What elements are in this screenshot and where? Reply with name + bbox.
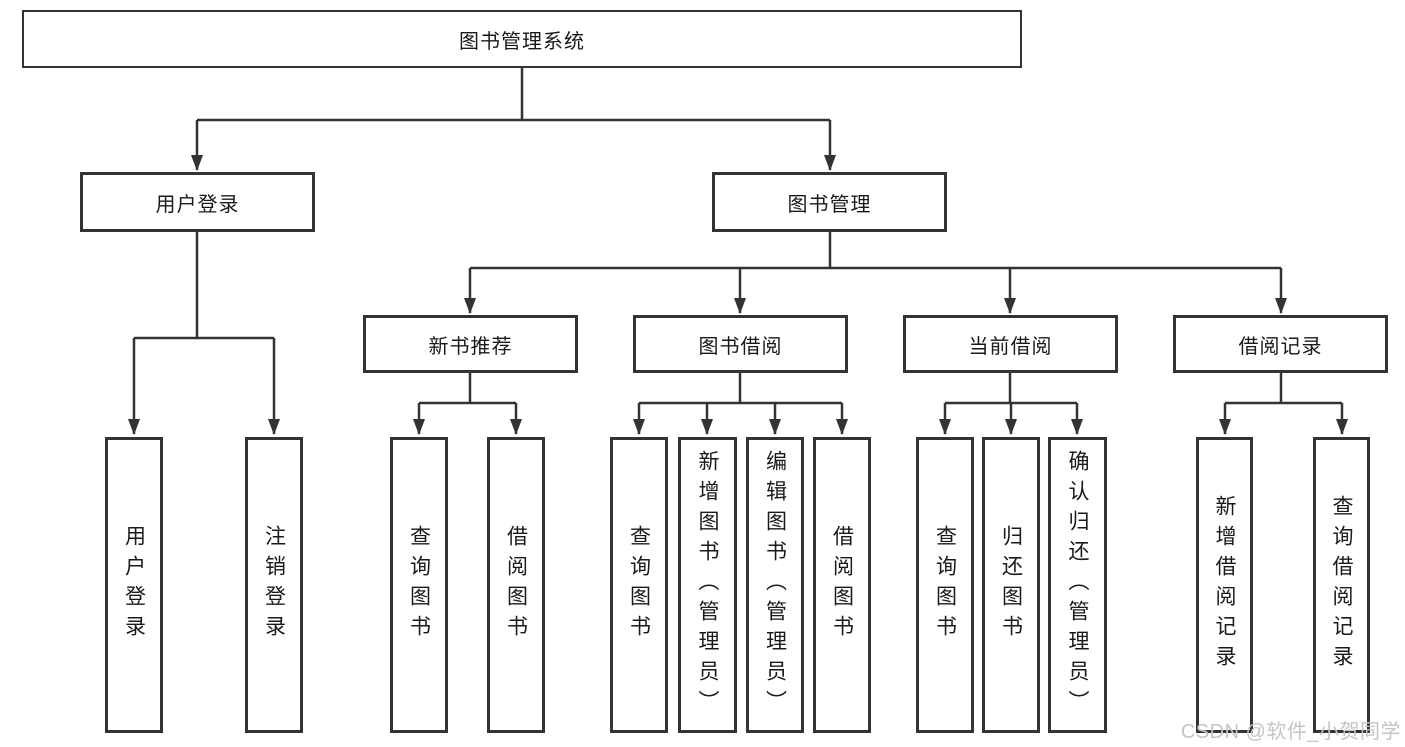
node-label: 借阅记录 <box>1238 335 1323 358</box>
node-label: 确认归还（管理员） <box>1066 450 1089 720</box>
node-borrowing-records: 借阅记录 <box>1173 315 1388 373</box>
node-current-borrowing: 当前借阅 <box>903 315 1118 373</box>
leaf-return-books: 归还图书 <box>982 437 1040 733</box>
csdn-watermark: CSDN @软件_小贺同学 <box>1180 721 1401 743</box>
leaf-query-books-borrowing: 查询图书 <box>610 437 668 733</box>
node-user-login: 用户登录 <box>80 172 315 232</box>
leaf-confirm-return-admin: 确认归还（管理员） <box>1048 437 1107 733</box>
node-book-borrowing: 图书借阅 <box>633 315 848 373</box>
node-book-management: 图书管理 <box>712 172 947 232</box>
leaf-add-borrow-record: 新增借阅记录 <box>1196 437 1253 733</box>
node-new-book-recommendation: 新书推荐 <box>363 315 578 373</box>
node-label: 编辑图书（管理员） <box>763 450 787 720</box>
leaf-borrow-books-recommend: 借阅图书 <box>487 437 545 733</box>
node-label: 当前借阅 <box>968 335 1053 358</box>
node-label: 查询图书 <box>933 525 957 645</box>
node-label: 图书管理系统 <box>459 30 585 53</box>
leaf-edit-books-admin: 编辑图书（管理员） <box>746 437 804 733</box>
node-label: 新增借阅记录 <box>1213 495 1236 675</box>
node-label: 借阅图书 <box>830 525 854 645</box>
node-label: 归还图书 <box>999 525 1023 645</box>
node-library-management-system: 图书管理系统 <box>22 10 1022 68</box>
leaf-query-books-current: 查询图书 <box>916 437 974 733</box>
leaf-borrow-books-borrowing: 借阅图书 <box>813 437 871 733</box>
node-label: 查询图书 <box>627 525 651 645</box>
leaf-logout: 注销登录 <box>245 437 303 733</box>
node-label: 查询图书 <box>407 525 431 645</box>
connector-trunk-lines <box>134 68 1342 405</box>
node-label: 用户登录 <box>122 525 146 645</box>
node-label: 图书借阅 <box>698 335 783 358</box>
node-label: 查询借阅记录 <box>1330 495 1353 675</box>
node-label: 用户登录 <box>155 193 240 216</box>
node-label: 新书推荐 <box>428 335 513 358</box>
leaf-query-books-recommend: 查询图书 <box>390 437 448 733</box>
node-label: 图书管理 <box>787 193 872 216</box>
leaf-user-login: 用户登录 <box>105 437 163 733</box>
leaf-add-books-admin: 新增图书（管理员） <box>678 437 737 733</box>
leaf-query-borrow-record: 查询借阅记录 <box>1313 437 1370 733</box>
node-label: 借阅图书 <box>504 525 528 645</box>
node-label: 注销登录 <box>262 525 286 645</box>
node-label: 新增图书（管理员） <box>696 450 719 720</box>
